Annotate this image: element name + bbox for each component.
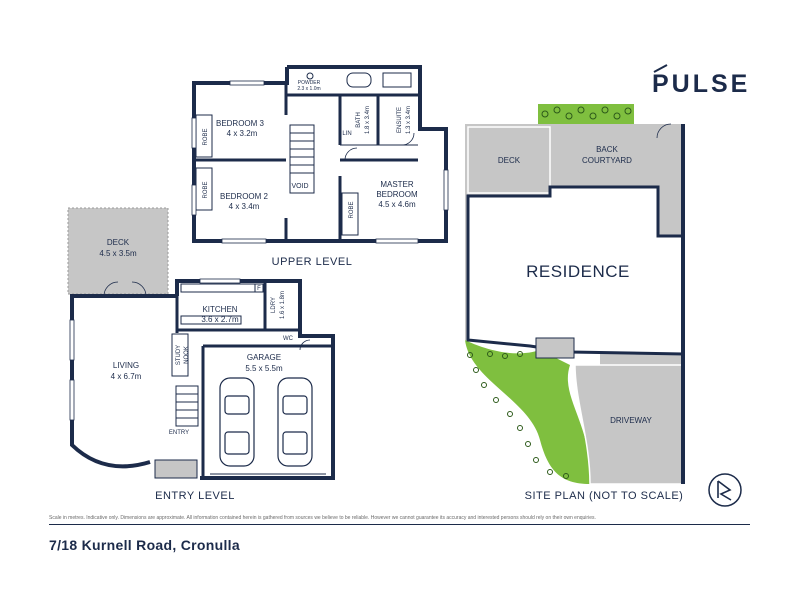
entry-wall-west <box>70 294 177 469</box>
entry-deck <box>67 207 169 295</box>
wc-door <box>299 339 311 351</box>
kitchen-name: KITCHEN <box>202 305 237 314</box>
courtyard-gate <box>656 123 672 139</box>
robe-label-2: ROBE <box>203 181 209 198</box>
driveway-label: DRIVEWAY <box>610 416 652 425</box>
bedroom2-size: 4 x 3.4m <box>229 202 260 211</box>
wc-label: WC <box>283 336 294 342</box>
window-master <box>375 238 419 244</box>
laundry-size: 1.6 x 1.8m <box>280 291 286 319</box>
window-bed3 <box>229 80 265 86</box>
stairs-lower <box>175 385 199 427</box>
ensuite-name: ENSUITE <box>397 107 403 133</box>
lawn-shrubs <box>467 351 569 479</box>
deck-door-left <box>103 281 119 297</box>
door-ensuite <box>401 132 415 146</box>
living-name: LIVING <box>113 361 139 370</box>
door-master <box>344 147 358 161</box>
bedroom3-name: BEDROOM 3 <box>216 119 265 128</box>
upper-level-plan: BEDROOM 3 4 x 3.2m BEDROOM 2 4 x 3.4m MA… <box>191 65 449 268</box>
powder-size: 2.3 x 1.0m <box>297 86 320 92</box>
stairs-upper <box>289 124 315 194</box>
window-living-1 <box>69 319 75 361</box>
fridge-label: F <box>257 286 261 292</box>
hedge <box>538 104 634 124</box>
entry-label: ENTRY <box>169 430 189 436</box>
car-1 <box>219 377 255 467</box>
garage-size: 5.5 x 5.5m <box>245 364 283 373</box>
linen-label: LIN <box>342 131 351 137</box>
window-bed2-side <box>191 184 197 216</box>
site-courtyard-label: COURTYARD <box>582 156 632 165</box>
master-name: MASTER <box>380 180 414 189</box>
bathtub <box>346 72 372 88</box>
fridge <box>254 283 264 293</box>
window-living-2 <box>69 379 75 421</box>
powder-name: POWDER <box>298 80 321 86</box>
bath-name: BATH <box>356 112 362 128</box>
disclaimer-text: Scale in metres. Indicative only. Dimens… <box>49 515 596 521</box>
residence-label: RESIDENCE <box>526 262 630 281</box>
window-bed3-side <box>191 117 197 149</box>
bath-size: 1.8 x 3.4m <box>365 106 371 134</box>
master-name2: BEDROOM <box>376 190 418 199</box>
site-plan: DECK BACK COURTYARD RESIDENCE DRIVEWAY S… <box>465 104 685 502</box>
kitchen-island <box>180 315 242 325</box>
site-back-label: BACK <box>596 145 618 154</box>
shower <box>382 72 412 88</box>
pulse-logo-mark-icon <box>653 64 668 73</box>
driveway <box>574 364 684 485</box>
lawn <box>465 340 590 484</box>
void-label: VOID <box>291 183 308 190</box>
entry-level-plan: DECK 4.5 x 3.5m KITCHEN 3.6 x 2.7m LDRY … <box>67 207 335 502</box>
window-master-side <box>443 169 449 211</box>
kitchen-bench <box>180 283 264 293</box>
site-deck-label: DECK <box>498 156 521 165</box>
entry-wall-east <box>175 279 335 480</box>
garage-name: GARAGE <box>247 353 281 362</box>
bedroom3-size: 4 x 3.2m <box>227 129 258 138</box>
site-plan-title: SITE PLAN (NOT TO SCALE) <box>525 490 684 502</box>
deck-door-right <box>131 281 147 297</box>
robe-label-3: ROBE <box>349 201 355 218</box>
upper-level-title: UPPER LEVEL <box>272 256 353 268</box>
robe-label-1: ROBE <box>203 128 209 145</box>
ensuite-size: 1.3 x 3.4m <box>406 106 412 134</box>
upper-wall-east <box>287 65 448 243</box>
brand-logo: PULSE <box>652 70 751 98</box>
entry-porch <box>154 459 198 479</box>
site-deck <box>467 126 551 194</box>
footer-divider <box>49 524 750 525</box>
hedge-shrubs <box>541 106 632 120</box>
master-size: 4.5 x 4.6m <box>378 200 416 209</box>
living-size: 4 x 6.7m <box>111 372 142 381</box>
property-address: 7/18 Kurnell Road, Cronulla <box>49 537 240 553</box>
kitchen-size: 3.6 x 2.7m <box>201 315 239 324</box>
car-2 <box>277 377 313 467</box>
deck-size: 4.5 x 3.5m <box>99 249 137 258</box>
study-name2: NOOK <box>184 346 190 364</box>
study-nook <box>171 333 189 377</box>
site-entry-porch <box>535 337 575 359</box>
upper-wall-west <box>192 67 342 243</box>
window-kitchen <box>199 278 241 284</box>
study-name: STUDY <box>176 345 182 365</box>
deck-name: DECK <box>107 238 130 247</box>
north-compass-icon <box>708 473 742 507</box>
laundry-name: LDRY <box>271 297 277 313</box>
powder-basin <box>306 72 314 80</box>
bedroom2-name: BEDROOM 2 <box>220 192 269 201</box>
robe-master <box>341 192 359 236</box>
window-bed2 <box>221 238 267 244</box>
entry-level-title: ENTRY LEVEL <box>155 490 235 502</box>
